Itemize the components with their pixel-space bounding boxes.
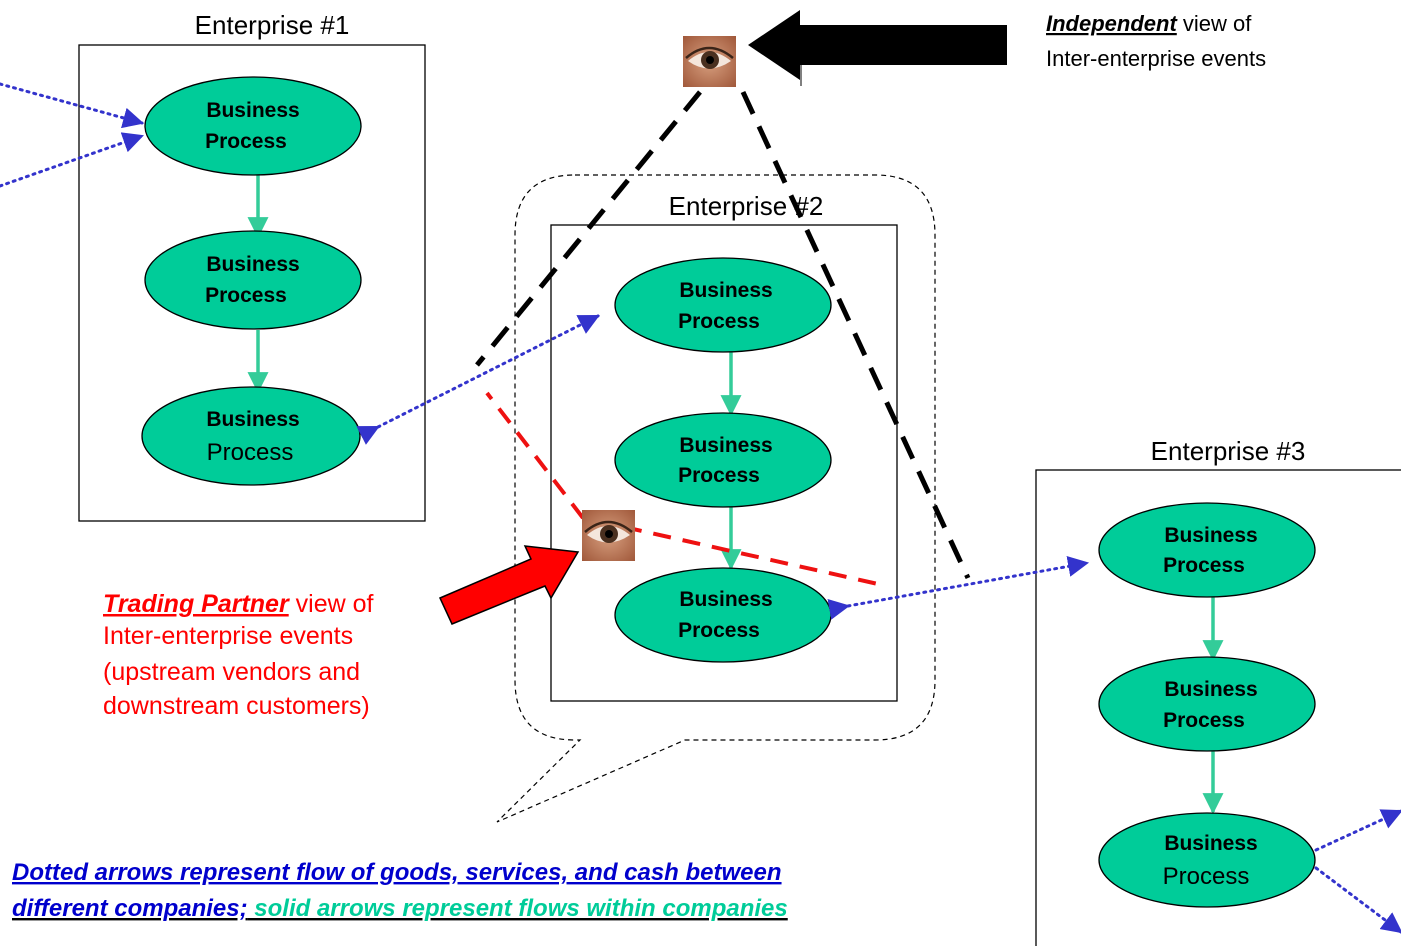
independent-emphasis: Independent [1046,11,1178,36]
business-process-e1-3: Business Process [141,386,361,486]
dotted-arrow-in-bottom [0,132,144,188]
enterprise-2-box [550,224,898,702]
bp-line1: Business [206,99,299,122]
bp-line1: Business [679,279,772,302]
footer-green-part: solid arrows represent flows within comp… [248,895,788,922]
independent-rest: view of [1177,11,1252,36]
dotted-arrow-out-top [1314,809,1401,852]
bp-line2: Process [205,130,287,153]
bp-line1: Business [206,408,299,431]
trading-view-line-lower [623,525,879,586]
footer-legend-line2: different companies; solid arrows repres… [12,895,788,922]
bp-line1: Business [206,253,299,276]
callout-bubble [496,174,936,823]
bp-line1: Business [1164,832,1257,855]
bp-line2: Process [1163,709,1245,732]
trading-view-caption-line4: downstream customers) [103,692,370,720]
business-process-e3-1: Business Process [1098,502,1316,598]
trading-view-caption: Trading Partner view of [103,590,374,618]
independent-view-caption: Independent view of [1046,11,1252,36]
footer-blue-part: different companies; [12,895,248,922]
bp-line2: Process [1163,554,1245,577]
dotted-arrow-e1-e2 [356,314,600,445]
trading-emphasis: Trading Partner [103,590,290,618]
enterprise-1-box [78,44,426,522]
trading-view-caption-line2: Inter-enterprise events [103,622,353,650]
dotted-arrow-in-top [0,82,145,129]
bp-line2: Process [678,619,760,642]
business-process-e2-1: Business Process [614,257,832,353]
bp-line2: Process [678,464,760,487]
independent-view-caption-line2: Inter-enterprise events [1046,46,1266,71]
bp-line1: Business [1164,524,1257,547]
bp-line2: Process [207,439,294,466]
bp-line2: Process [678,310,760,333]
independent-view-line-right [740,90,971,580]
enterprise-3-box [1035,469,1401,946]
bp-line1: Business [679,588,772,611]
business-process-e1-2: Business Process [144,230,362,330]
eye-icon [683,36,736,87]
business-process-e3-3: Business Process [1098,812,1316,908]
trading-view-line-upper [485,391,585,520]
business-process-e3-2: Business Process [1098,656,1316,752]
eye-icon [582,510,635,561]
trading-view-caption-line3: (upstream vendors and [103,658,360,686]
business-process-e2-3: Business Process [614,567,832,663]
bp-line2: Process [205,284,287,307]
trading-rest: view of [289,590,374,618]
bp-line1: Business [679,434,772,457]
bp-line1: Business [1164,678,1257,701]
arrow-icon [438,545,580,625]
enterprise-3-label: Enterprise #3 [1151,436,1306,466]
independent-view-line-left [475,90,702,367]
arrow-icon [748,10,1007,80]
bp-line2: Process [1163,863,1250,890]
dotted-arrow-out-bottom [1314,866,1401,934]
business-process-e1-1: Business Process [144,76,362,176]
footer-legend-line1: Dotted arrows represent flow of goods, s… [12,859,782,886]
business-process-e2-2: Business Process [614,412,832,508]
dotted-arrow-e2-e3 [827,556,1090,620]
enterprise-1-label: Enterprise #1 [195,10,350,40]
